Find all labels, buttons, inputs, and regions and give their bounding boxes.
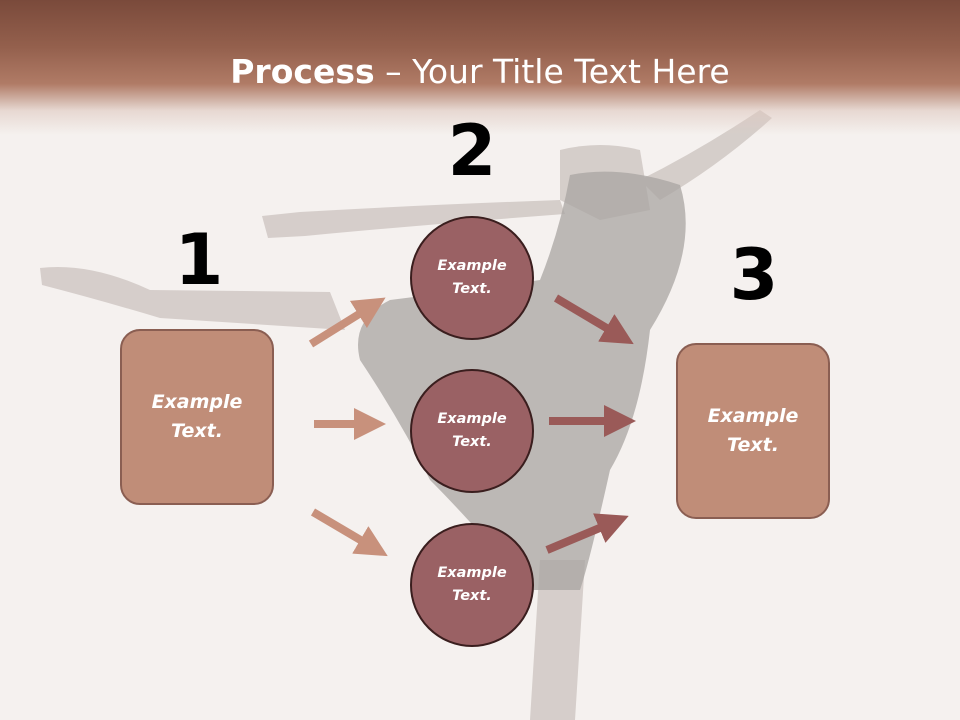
title-rest: – Your Title Text Here: [374, 52, 730, 91]
title-bold: Process: [230, 52, 375, 91]
right-box: Example Text.: [676, 343, 830, 519]
arrow-bottom-to-right: [545, 513, 629, 554]
title-banner: [0, 0, 960, 135]
circle-top: Example Text.: [410, 216, 534, 340]
circle-bottom: Example Text.: [410, 523, 534, 647]
step-number-3: 3: [729, 234, 779, 316]
slide-title: Process – Your Title Text Here: [0, 52, 960, 91]
arrow-left-to-top: [308, 297, 386, 348]
left-box: Example Text.: [120, 329, 274, 505]
circle-middle: Example Text.: [410, 369, 534, 493]
arrow-left-to-bottom: [310, 508, 388, 557]
step-number-2: 2: [447, 110, 497, 192]
step-number-1: 1: [174, 219, 224, 301]
arrow-top-to-right: [553, 294, 634, 345]
